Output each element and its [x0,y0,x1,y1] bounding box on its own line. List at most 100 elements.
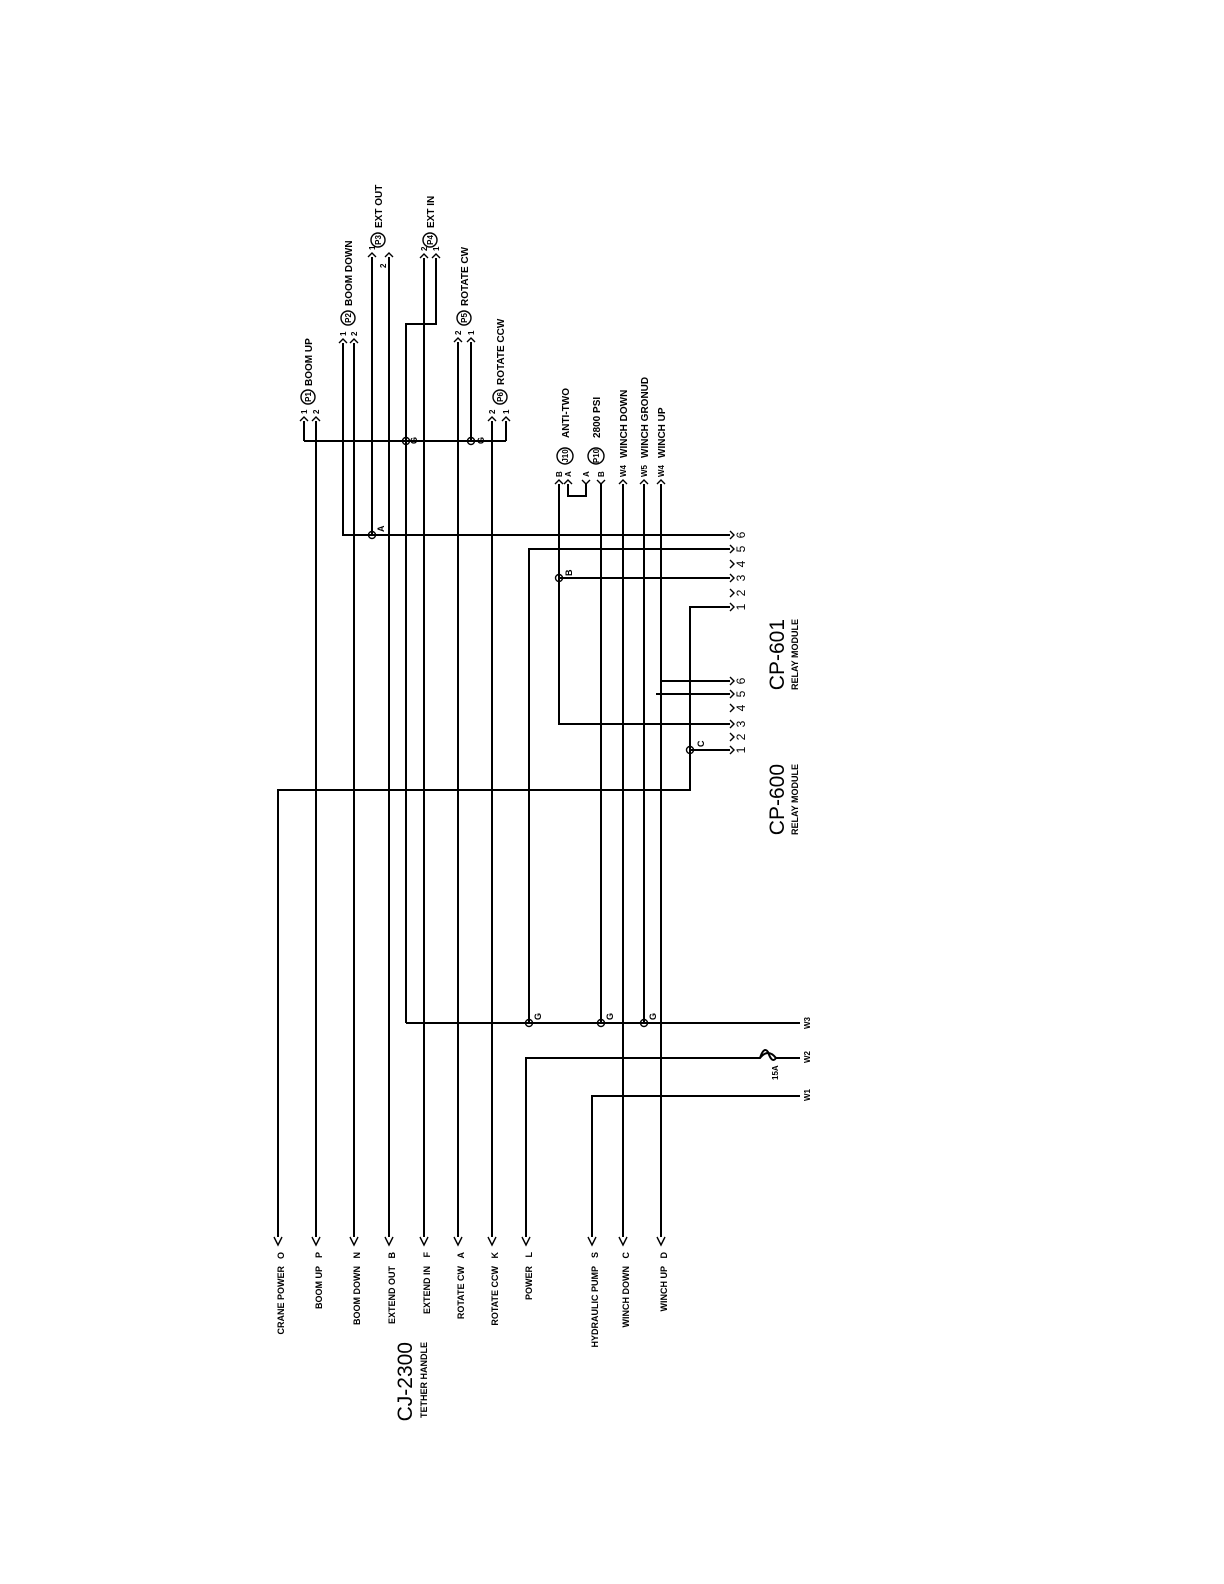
relay-module-cp600-model: CP-600 [766,764,789,835]
svg-text:L: L [524,1252,534,1258]
tether-pin-extend-out: B EXTEND OUT [384,1236,397,1325]
junction-label: G [605,1013,615,1020]
winch-connector-ground: W5 WINCH GRONUD [639,377,651,485]
svg-text:J10: J10 [561,449,570,463]
junction-labels: G G A B C G G G [376,437,706,1020]
junction-dot [401,436,411,446]
svg-text:3: 3 [734,720,748,727]
tether-pin-rotate-cw: A ROTATE CW [453,1236,466,1319]
svg-text:B: B [555,471,564,477]
tether-pin-hydraulic-pump: S HYDRAULIC PUMP [587,1236,600,1348]
junction-label: G [533,1013,543,1020]
junctions [367,436,695,1028]
svg-text:W4: W4 [657,464,666,477]
wire-label-w3: W3 [803,1016,812,1029]
tether-pin-crane-power: O CRANE POWER [273,1236,286,1335]
svg-text:6: 6 [734,531,748,538]
svg-text:ROTATE CW: ROTATE CW [460,246,471,306]
junction-dot [554,573,564,583]
svg-text:P3: P3 [374,235,383,245]
relay-module-cp601-subtitle: RELAY MODULE [790,619,800,690]
svg-text:1: 1 [734,603,748,610]
svg-text:2: 2 [312,409,321,414]
svg-text:O: O [276,1252,286,1259]
wire-hydraulic-pump [591,1095,800,1237]
svg-text:A: A [456,1252,466,1259]
relay-module-cp600-subtitle: RELAY MODULE [790,764,800,835]
svg-text:P1: P1 [304,392,313,402]
tether-pin-extend-in: F EXTEND IN [419,1236,432,1314]
winch-connector-down: W4 WINCH DOWN [618,390,630,485]
svg-text:P2: P2 [344,313,353,323]
wire-ground-bus [405,265,437,1023]
svg-text:4: 4 [734,560,748,567]
winch-connector-up: W4 WINCH UP [656,407,668,485]
svg-text:WINCH DOWN: WINCH DOWN [619,390,630,458]
svg-text:WINCH DOWN: WINCH DOWN [621,1266,631,1328]
svg-text:1: 1 [502,409,511,414]
junction-label: B [564,569,574,576]
svg-text:W4: W4 [619,464,628,477]
svg-text:6: 6 [734,677,748,684]
relay-module-cp601: 1 2 3 4 5 6 CP-601 RELAY MODULE [729,530,800,690]
svg-text:EXTEND OUT: EXTEND OUT [387,1266,397,1325]
fuse-symbol [759,1049,777,1061]
tether-handle-subtitle: TETHER HANDLE [419,1342,429,1418]
svg-text:1: 1 [432,246,441,251]
svg-text:WINCH UP: WINCH UP [657,407,668,458]
svg-text:BOOM DOWN: BOOM DOWN [352,1266,362,1325]
tether-pin-winch-down: C WINCH DOWN [618,1236,631,1328]
svg-text:5: 5 [734,690,748,697]
valve-connector-p3: 1 2 P3 EXT OUT [367,185,394,268]
relay-module-cp601-model: CP-601 [766,619,789,690]
svg-text:5: 5 [734,545,748,552]
switch-connector-p10: A B P10 2800 PSI [581,397,606,485]
svg-text:1: 1 [300,409,309,414]
junction-dot [367,530,377,540]
valve-connector-p2: 1 2 P2 BOOM DOWN [338,240,359,350]
svg-text:WINCH GRONUD: WINCH GRONUD [640,377,651,458]
switch-connector-j10: B A J10 ANTI-TWO [554,388,574,485]
svg-text:2: 2 [488,409,497,414]
svg-text:P4: P4 [426,235,435,245]
tether-pin-winch-up: D WINCH UP [656,1236,669,1312]
svg-text:B: B [597,471,606,477]
wire-boom-down-relay [342,350,730,536]
svg-text:K: K [490,1252,500,1259]
junction-dot [685,745,695,755]
junction-label: G [476,437,486,444]
svg-text:3: 3 [734,574,748,581]
svg-text:1: 1 [339,331,348,336]
junction-dot [466,436,476,446]
svg-text:S: S [590,1252,600,1258]
junction-dot [596,1018,606,1028]
junction-label: G [648,1013,658,1020]
svg-text:ROTATE CW: ROTATE CW [456,1265,466,1319]
valve-connector-p5: 2 1 P5 ROTATE CW [453,246,476,349]
svg-text:2800 PSI: 2800 PSI [592,397,603,438]
wire-ground-cp601-5 [528,548,730,1023]
svg-text:2: 2 [454,330,463,335]
svg-text:4: 4 [734,704,748,711]
svg-text:HYDRAULIC PUMP: HYDRAULIC PUMP [590,1266,600,1348]
svg-text:1: 1 [734,746,748,753]
fuse-rating: 15A [771,1065,780,1080]
svg-text:POWER: POWER [524,1266,534,1301]
valve-connector-p6: 2 1 P6 ROTATE CCW [487,318,511,441]
svg-text:ANTI-TWO: ANTI-TWO [561,388,572,438]
svg-text:P: P [314,1252,324,1258]
svg-text:EXTEND IN: EXTEND IN [422,1266,432,1314]
svg-text:ROTATE CCW: ROTATE CCW [496,318,507,385]
junction-label: C [696,740,706,747]
svg-text:1: 1 [467,330,476,335]
svg-text:ROTATE CCW: ROTATE CCW [490,1265,500,1325]
svg-text:2: 2 [420,246,429,251]
wire-label-w2: W2 [803,1050,812,1063]
svg-text:EXT OUT: EXT OUT [374,185,385,228]
junction-label: G [409,437,419,444]
svg-text:BOOM UP: BOOM UP [304,338,315,386]
svg-text:P5: P5 [460,313,469,323]
relay-module-cp600: 1 2 3 4 5 6 CP-600 RELAY MODULE [729,676,800,835]
